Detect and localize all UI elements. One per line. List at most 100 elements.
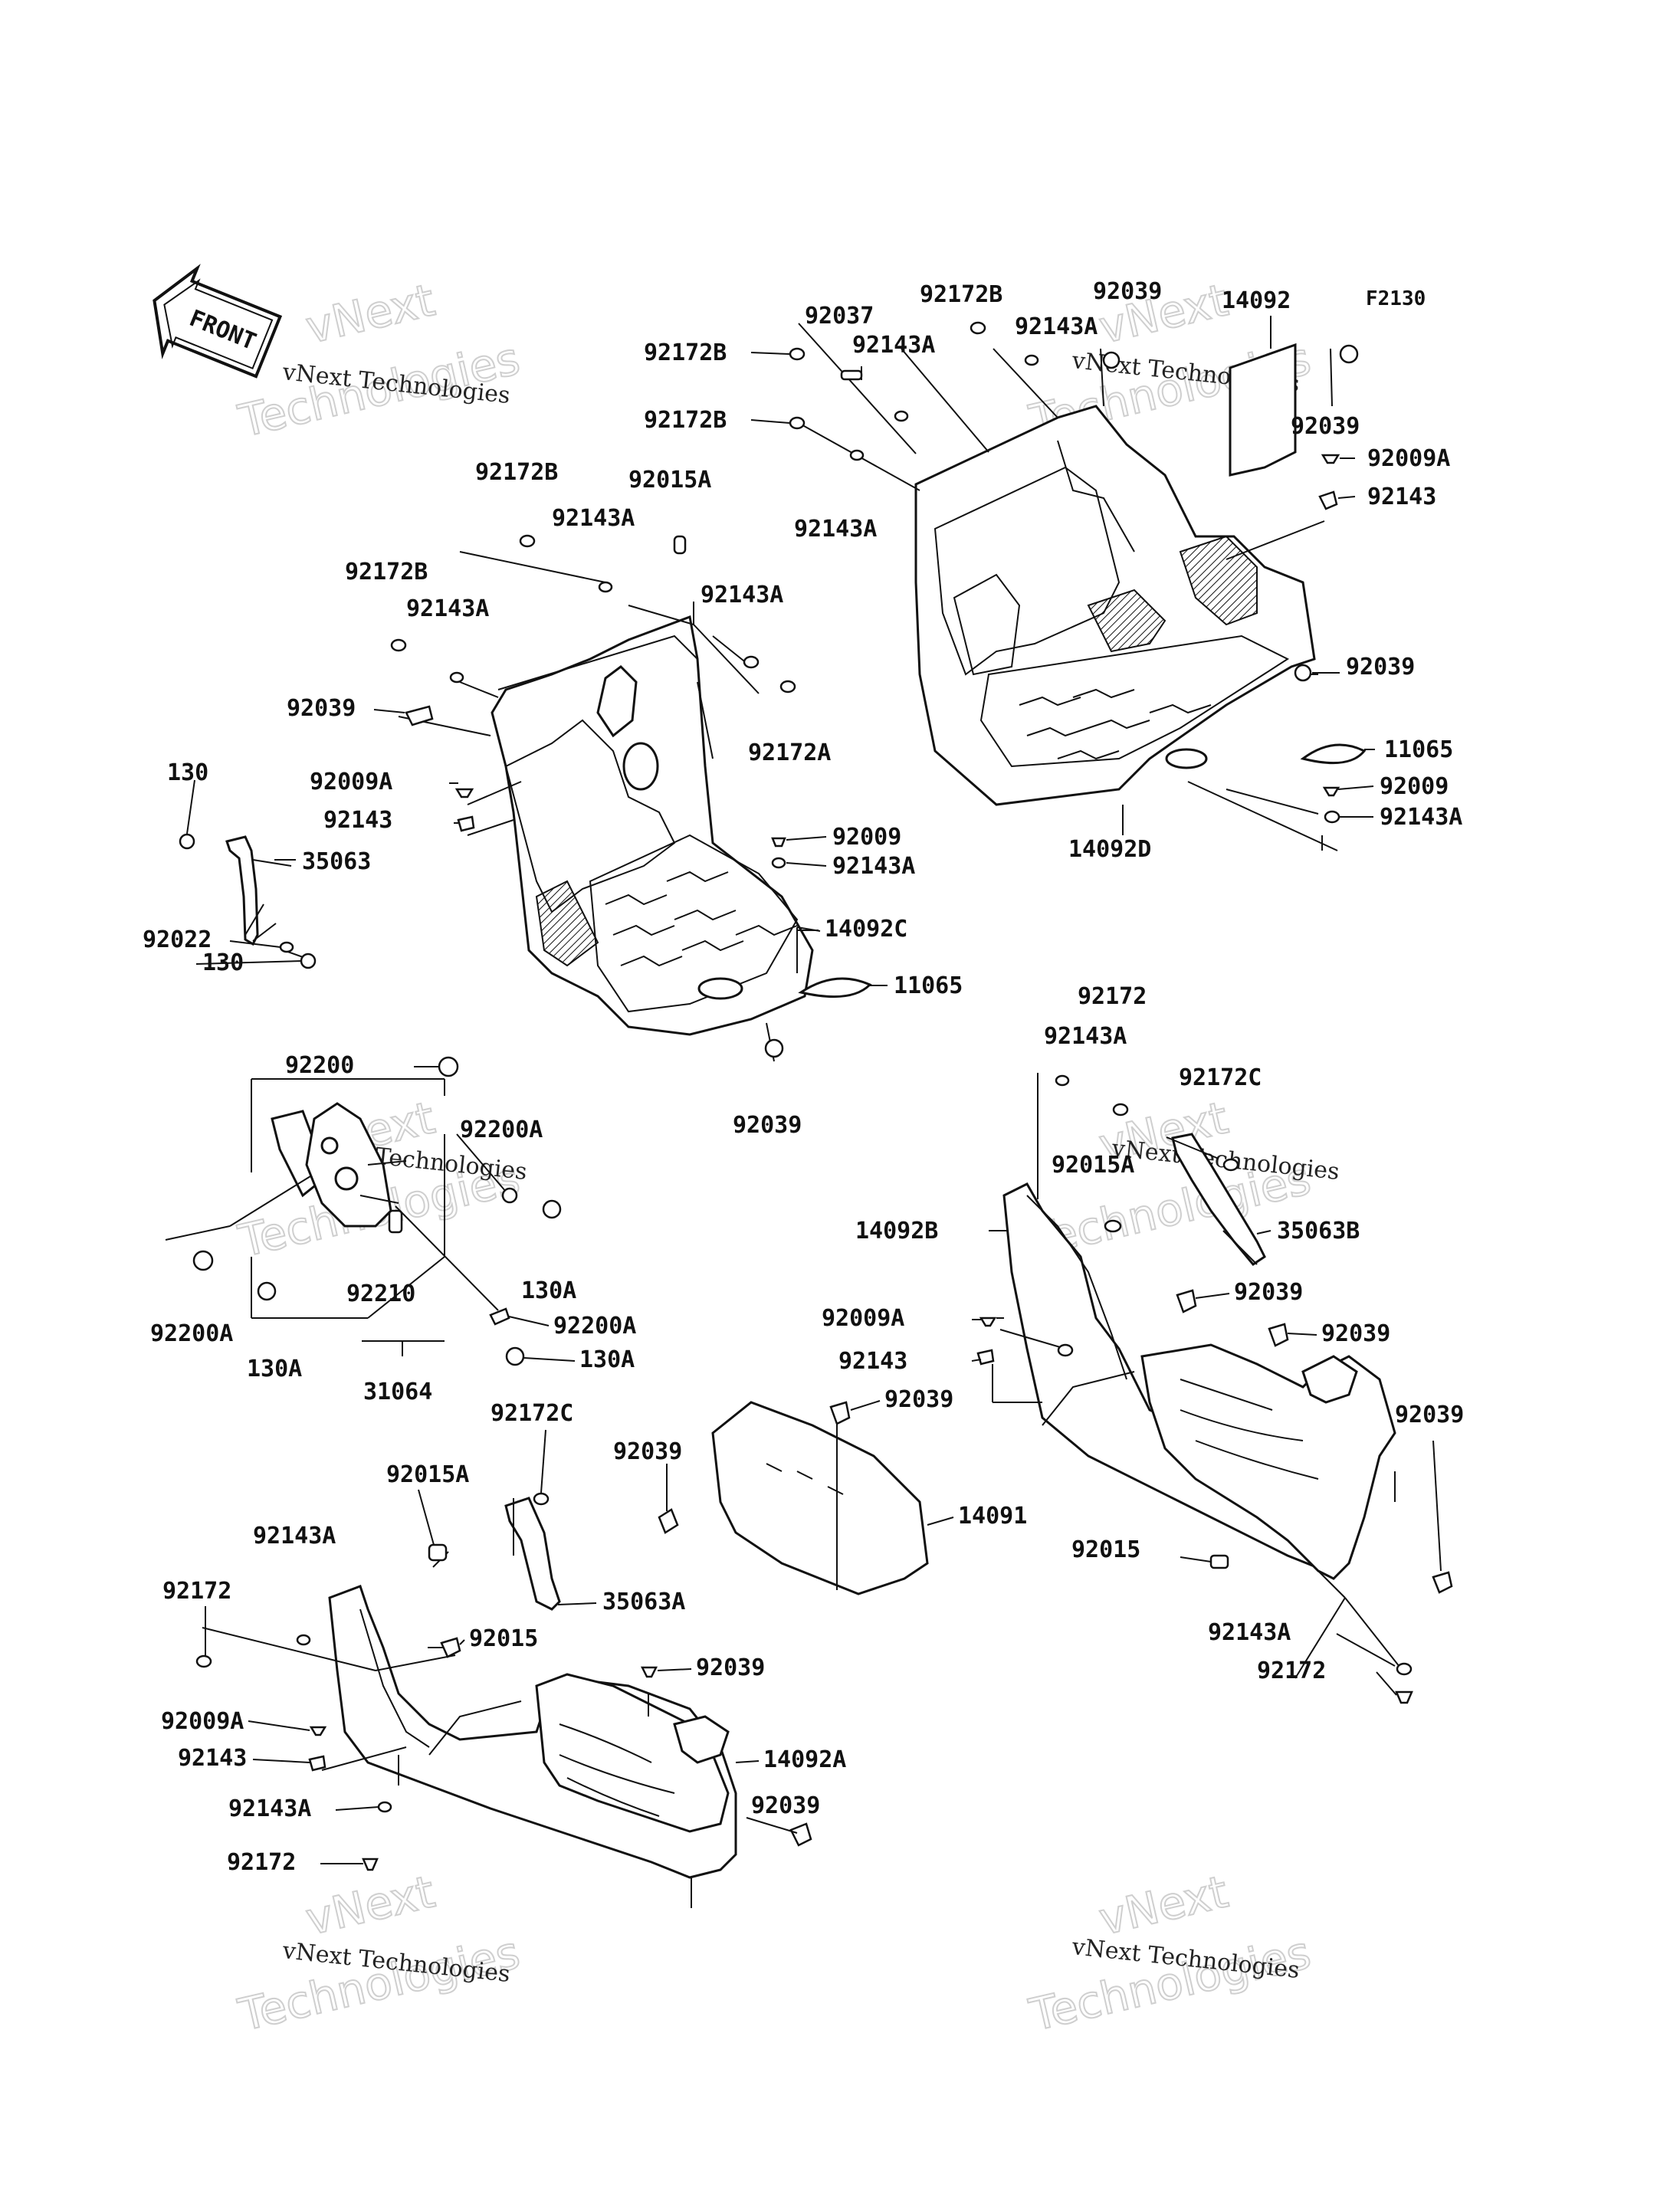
bolt-icon: [1322, 786, 1340, 797]
clip-icon: [764, 1038, 784, 1058]
part-label: 14092B: [855, 1218, 938, 1244]
part-label: 92172: [227, 1849, 296, 1876]
part-label: 35063A: [602, 1589, 685, 1615]
washer-icon: [771, 857, 786, 869]
part-label: 92143: [1367, 484, 1436, 510]
part-label: 92172: [1078, 983, 1147, 1010]
spacer-icon: [428, 1543, 448, 1562]
part-label: 92015A: [628, 467, 711, 494]
bolt-icon: [979, 1317, 997, 1327]
part-label: 92143A: [794, 516, 877, 543]
part-14092c-drawing: [491, 615, 814, 1036]
washer-icon: [1055, 1074, 1070, 1087]
part-label: 11065: [894, 972, 963, 999]
bolt-icon: [533, 1492, 550, 1506]
front-arrow-icon: FRONT: [153, 264, 283, 379]
bolt-icon: [779, 680, 796, 694]
bolt-icon: [1112, 1103, 1129, 1117]
part-label: 92172B: [644, 407, 727, 434]
part-label: 92172A: [748, 739, 831, 766]
part-label: 92143A: [253, 1523, 336, 1549]
label-stubs: [186, 352, 1442, 1864]
clip-icon: [1102, 351, 1121, 369]
pin-icon: [388, 1209, 403, 1234]
washer-icon: [377, 1801, 392, 1813]
part-label: 14092A: [763, 1746, 846, 1773]
part-label: 35063B: [1277, 1218, 1360, 1244]
part-label: 92143A: [228, 1795, 311, 1822]
bolt-icon: [505, 1346, 525, 1366]
watermark-big-line1: vNext: [301, 274, 439, 353]
part-label: 92039: [287, 695, 356, 722]
part-label: 92009: [1380, 773, 1449, 800]
nut-icon: [976, 1349, 995, 1366]
part-label: 92143A: [832, 853, 915, 880]
part-label: 92039: [751, 1792, 820, 1819]
washer-icon: [849, 449, 865, 461]
clip-icon: [829, 1401, 851, 1425]
part-label: 130: [167, 759, 208, 786]
part-label: 92015A: [386, 1461, 469, 1488]
bolt-icon: [789, 347, 806, 361]
part-label: 92039: [1234, 1279, 1303, 1306]
part-label: 92009A: [822, 1305, 904, 1332]
part-35063a-drawing: [504, 1497, 561, 1611]
part-label: 92200A: [150, 1320, 233, 1347]
part-label: 92015: [1071, 1536, 1140, 1563]
part-35063-drawing: [225, 835, 277, 946]
washer-icon: [894, 410, 909, 422]
part-label: 92172B: [920, 281, 1002, 308]
clip-icon: [640, 1666, 658, 1678]
part-label: 92143A: [852, 332, 935, 359]
clip-icon: [658, 1508, 679, 1534]
bolt-icon: [789, 416, 806, 430]
bolt-icon: [1222, 1158, 1239, 1172]
part-label: 92039: [884, 1386, 953, 1413]
part-label: 92037: [805, 303, 874, 330]
washer-icon: [279, 941, 294, 953]
part-label: 92009A: [310, 769, 392, 795]
part-labels: 92172B 92037 92143A 92172B 92143A 92039 …: [143, 278, 1464, 1876]
part-label: 14092D: [1068, 836, 1151, 863]
nut-icon: [1318, 490, 1338, 510]
part-label: 92039: [613, 1438, 682, 1465]
part-label: 130A: [521, 1277, 576, 1304]
bolt-icon: [257, 1281, 277, 1301]
fasteners: [179, 321, 1453, 1871]
clip-icon: [1432, 1571, 1453, 1594]
clip-icon: [1209, 1554, 1229, 1569]
part-label: 92039: [1321, 1320, 1390, 1347]
figure-id: F2130: [1366, 287, 1426, 310]
part-14092d-drawing: [914, 343, 1316, 806]
part-label: 130A: [247, 1356, 302, 1382]
part-11065-cap: [1300, 743, 1367, 765]
bolt-icon: [519, 534, 536, 548]
clip-icon: [1268, 1323, 1289, 1347]
bolt-icon: [542, 1199, 562, 1219]
part-label: 92009A: [161, 1708, 244, 1735]
part-label: 92015A: [1052, 1152, 1134, 1179]
part-label: 92143A: [1208, 1619, 1291, 1646]
part-label: 92143: [178, 1745, 247, 1772]
nut-icon: [457, 815, 475, 832]
part-14092a-drawing: [328, 1585, 737, 1879]
washer-icon: [489, 1307, 510, 1326]
part-label: 35063: [302, 848, 371, 875]
part-label: 92172B: [644, 339, 727, 366]
washer-icon: [449, 671, 464, 684]
watermark-big-line1: vNext: [1094, 1865, 1232, 1945]
bolt-icon: [454, 788, 474, 798]
part-label: 14092C: [825, 916, 907, 943]
part-label: 92200A: [553, 1313, 636, 1340]
bolt-icon: [309, 1726, 327, 1736]
watermark-big-line1: vNext: [301, 1865, 439, 1945]
part-label: 92200A: [460, 1117, 543, 1143]
part-label: 92039: [1093, 278, 1162, 305]
part-label: 92143A: [701, 582, 783, 608]
leader-lines: [165, 316, 1403, 1908]
clip-icon: [1176, 1289, 1197, 1313]
part-14091-drawing: [711, 1401, 929, 1595]
clip-icon: [440, 1637, 461, 1658]
clip-icon: [1339, 344, 1359, 364]
part-14092b-drawing: [1002, 1182, 1396, 1580]
